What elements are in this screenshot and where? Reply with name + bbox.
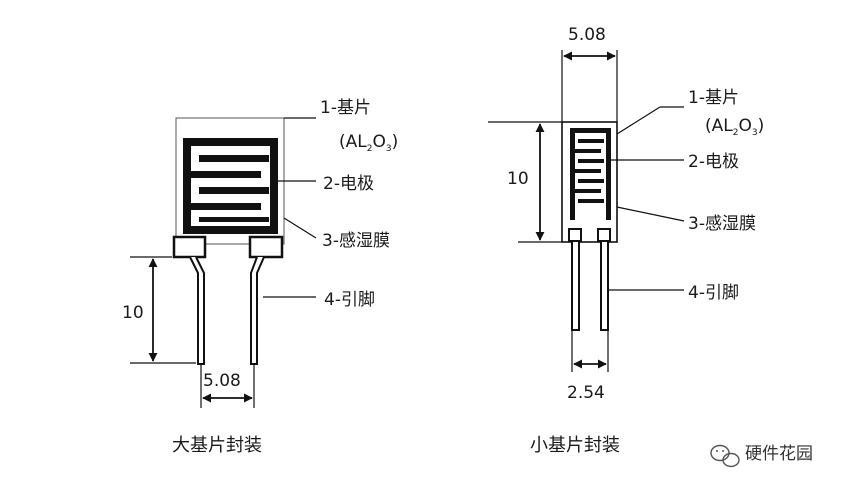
small-electrode	[570, 128, 611, 220]
large-pad-left	[172, 235, 207, 259]
watermark: 硬件花园	[710, 444, 813, 468]
large-pin-right	[250, 256, 265, 365]
large-dim-pitch: 5.08	[203, 371, 241, 391]
large-label-electrode: 2-电极	[323, 174, 374, 194]
small-dim-height: 10	[507, 169, 529, 189]
large-dim-height: 10	[122, 303, 144, 323]
small-caption: 小基片封装	[530, 435, 620, 456]
large-label-pin: 4-引脚	[324, 290, 375, 310]
small-label-film: 3-感湿膜	[688, 214, 756, 234]
small-dim-pitch: 2.54	[567, 383, 605, 403]
small-dim-width: 5.08	[568, 25, 606, 45]
small-pad-left	[568, 228, 582, 242]
small-label-pin: 4-引脚	[688, 283, 739, 303]
small-label-material: (AL2O3)	[705, 116, 764, 138]
large-label-material: (AL2O3)	[339, 132, 398, 154]
large-pad-right	[248, 235, 284, 259]
large-label-film: 3-感湿膜	[322, 231, 390, 251]
small-label-substrate: 1-基片	[688, 88, 739, 108]
large-electrode	[183, 138, 278, 234]
large-package: 1-基片 (AL2O3) 2-电极 3-感湿膜 4-引脚 10 5.08 大基片…	[122, 98, 398, 456]
watermark-text: 硬件花园	[745, 444, 813, 464]
small-pad-right	[597, 228, 611, 242]
large-caption: 大基片封装	[172, 435, 262, 456]
large-pin-left	[189, 256, 205, 365]
small-pin-left	[571, 242, 580, 331]
large-substrate	[175, 117, 285, 245]
large-label-substrate: 1-基片	[320, 98, 371, 118]
small-package: 5.08 10 2.54 1-基片 (AL2O3) 2-电极 3-感湿膜 4-引…	[488, 25, 764, 456]
small-label-electrode: 2-电极	[688, 152, 739, 172]
small-pin-right	[600, 242, 609, 331]
wechat-icon	[710, 444, 740, 468]
